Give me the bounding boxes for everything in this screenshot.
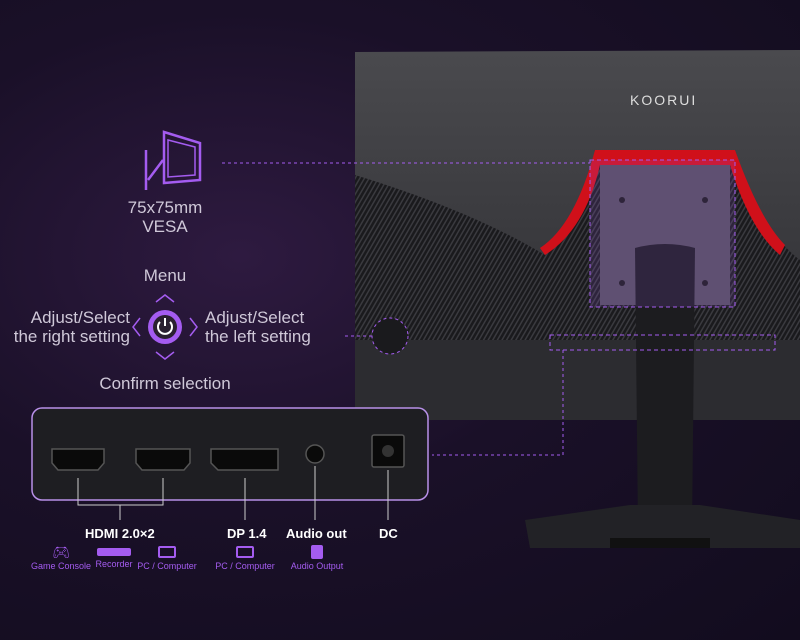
dp-port (210, 448, 279, 471)
port-label-hdmi: HDMI 2.0×2 (85, 526, 155, 541)
recorder-icon (97, 548, 131, 556)
vesa-label: VESA (142, 217, 188, 236)
joystick-right-label-2: the left setting (205, 327, 311, 346)
vesa-highlight (589, 159, 736, 308)
audio-port (305, 444, 325, 464)
joystick-icon (132, 294, 198, 360)
device-game-console: 🎮︎ Game Console (30, 544, 92, 571)
monitor-icon (158, 546, 176, 558)
joystick-left-label-1: Adjust/Select (30, 308, 130, 327)
vesa-mount-icon (144, 130, 202, 190)
joystick-up-label: Menu (143, 266, 187, 285)
monitor-icon (236, 546, 254, 558)
port-label-dc: DC (379, 526, 398, 541)
device-pc-1: PC / Computer (136, 544, 198, 571)
hdmi-port-1 (51, 448, 105, 471)
port-label-dp: DP 1.4 (227, 526, 267, 541)
device-audio-output: Audio Output (286, 544, 348, 571)
stand-neck (635, 244, 695, 530)
gamepad-icon: 🎮︎ (52, 544, 70, 560)
vesa-size: 75x75mm (127, 198, 203, 217)
stand-base (525, 505, 800, 548)
port-label-audio: Audio out (286, 526, 347, 541)
joystick-down-label: Confirm selection (99, 374, 231, 393)
joystick-right-label-1: Adjust/Select (205, 308, 305, 327)
joystick-left-label-2: the right setting (13, 327, 130, 346)
device-recorder: Recorder (93, 544, 135, 569)
joystick-highlight (371, 317, 409, 355)
ports-highlight (549, 334, 776, 351)
brand-logo: KOORUI (630, 92, 698, 108)
speaker-icon (311, 545, 323, 559)
device-pc-2: PC / Computer (214, 544, 276, 571)
hdmi-port-2 (135, 448, 191, 471)
